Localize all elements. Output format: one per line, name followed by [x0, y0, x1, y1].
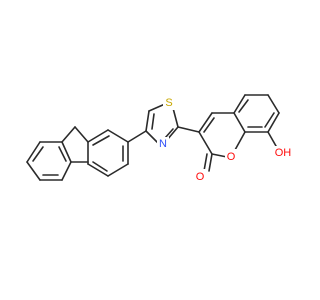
thiazole-ring: [145, 103, 179, 144]
fluorene-right-ring: [87, 129, 129, 177]
ring-oxygen-label: O: [227, 151, 236, 163]
nitrogen-atom-label: N: [159, 138, 167, 150]
fluorene-five-ring: [61, 126, 89, 163]
hydroxyl-label: OH: [275, 147, 292, 159]
sulfur-atom-label: S: [165, 97, 172, 109]
carbonyl-bond: [203, 153, 213, 172]
molecule-structure-diagram: S N O O OH: [26, 94, 293, 183]
coumarin-benzene-ring: [233, 94, 280, 133]
atom-labels: S N O O OH: [157, 96, 293, 183]
carbonyl-oxygen-label: O: [196, 171, 205, 183]
thiazole-coumarin-bond: [177, 126, 200, 133]
hydroxyl-bond: [267, 131, 277, 147]
fluorene-left-ring: [26, 141, 72, 181]
coumarin-pyranone-ring: [198, 112, 246, 158]
biaryl-bond: [127, 130, 147, 143]
